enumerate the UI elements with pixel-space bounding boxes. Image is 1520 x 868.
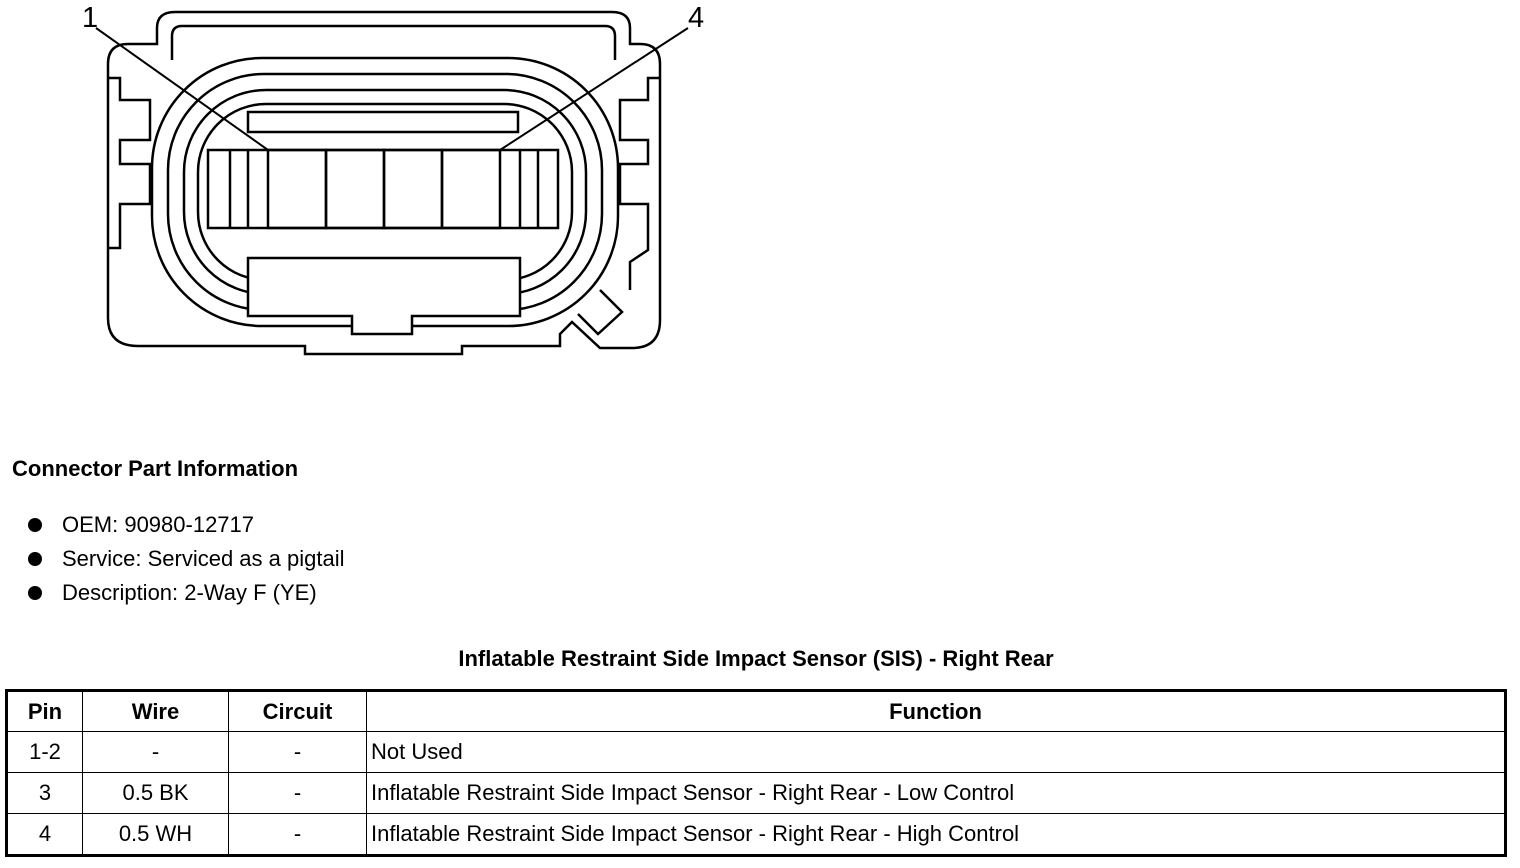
list-item: Service: Serviced as a pigtail <box>28 542 344 576</box>
table-title: Inflatable Restraint Side Impact Sensor … <box>458 646 1054 671</box>
circuit-cell: - <box>228 731 367 773</box>
list-item: OEM: 90980-12717 <box>28 508 344 542</box>
table-row: 4 0.5 WH - Inflatable Restraint Side Imp… <box>6 813 1506 856</box>
callout-1-label: 1 <box>82 2 98 34</box>
service-text: Service: Serviced as a pigtail <box>62 546 345 571</box>
function-cell: Not Used <box>366 731 1506 773</box>
connector-left-notches <box>108 76 152 250</box>
connector-right-notches <box>618 76 660 290</box>
connector-latch-line <box>170 24 617 60</box>
bullet-icon <box>28 552 42 566</box>
oem-text: OEM: 90980-12717 <box>62 512 255 537</box>
header-circuit: Circuit <box>228 690 367 732</box>
table-row: 3 0.5 BK - Inflatable Restraint Side Imp… <box>6 772 1506 814</box>
callout-1-leader <box>95 27 269 151</box>
table-header-row: Pin Wire Circuit Function <box>6 690 1506 732</box>
callout-4-leader <box>499 27 689 151</box>
connector-info-list: OEM: 90980-12717 Service: Serviced as a … <box>28 508 344 610</box>
header-pin: Pin <box>6 690 83 732</box>
bullet-icon <box>28 518 42 532</box>
pin-cell: 4 <box>6 813 83 856</box>
wire-cell: - <box>82 731 229 773</box>
function-cell: Inflatable Restraint Side Impact Sensor … <box>366 813 1506 856</box>
description-text: Description: 2-Way F (YE) <box>62 580 317 605</box>
callout-4-label: 4 <box>688 2 704 34</box>
terminal-cavity-4 <box>440 148 502 230</box>
wire-cell: 0.5 WH <box>82 813 229 856</box>
wire-cell: 0.5 BK <box>82 772 229 814</box>
pin-cell: 1-2 <box>6 731 83 773</box>
pinout-table: Pin Wire Circuit Function 1-2 - - Not Us… <box>5 689 1507 857</box>
connector-bottom-tab <box>246 256 522 336</box>
circuit-cell: - <box>228 772 367 814</box>
table-row: 1-2 - - Not Used <box>6 731 1506 773</box>
connector-top-slot <box>246 110 520 134</box>
connector-corner-key <box>577 289 624 336</box>
pin-cell: 3 <box>6 772 83 814</box>
connector-housing-outline <box>106 10 662 356</box>
header-wire: Wire <box>82 690 229 732</box>
function-cell: Inflatable Restraint Side Impact Sensor … <box>366 772 1506 814</box>
connector-diagram: 1 4 <box>82 2 704 356</box>
list-item: Description: 2-Way F (YE) <box>28 576 344 610</box>
connector-info-heading: Connector Part Information <box>12 456 299 481</box>
bullet-icon <box>28 586 42 600</box>
circuit-cell: - <box>228 813 367 856</box>
header-function: Function <box>366 690 1506 732</box>
